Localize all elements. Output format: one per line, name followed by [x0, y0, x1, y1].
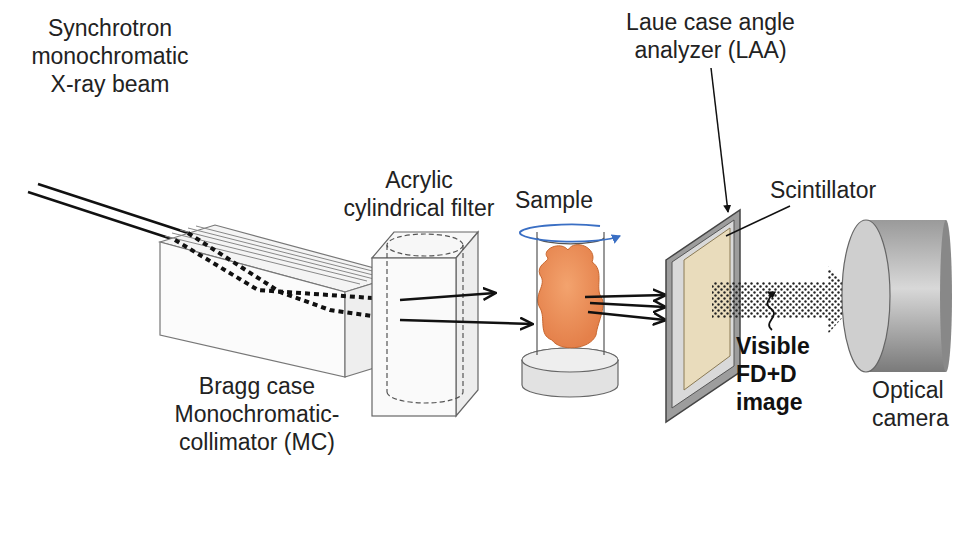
acrylic-filter: [372, 232, 532, 416]
analyzer-label: Laue case angle analyzer (LAA): [618, 8, 803, 64]
camera-label: Optical camera: [872, 376, 956, 432]
optical-camera: [842, 220, 952, 372]
scintillator-label: Scintillator: [770, 176, 920, 204]
sample-label: Sample: [515, 186, 625, 214]
sample-holder: [520, 225, 665, 397]
filter-label: Acrylic cylindrical filter: [335, 166, 503, 222]
incoming-beam: [28, 184, 188, 240]
collimator-label: Bragg case Monochromatic-collimator (MC): [168, 372, 346, 456]
image-label: Visible FD+D image: [736, 332, 828, 416]
collimator-crystal: [160, 225, 400, 377]
visible-image-beam: [712, 266, 858, 334]
beam-label: Synchrotron monochromatic X-ray beam: [25, 14, 195, 98]
